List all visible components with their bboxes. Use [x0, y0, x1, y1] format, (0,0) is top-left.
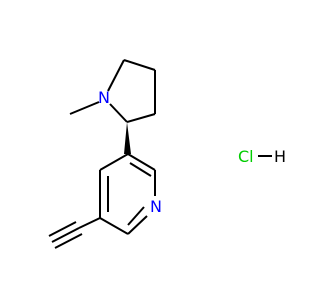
- hcl-chlorine-label: Cl: [238, 147, 254, 166]
- bond-ethynyl-attach: [78, 217, 101, 229]
- pyrrolidine-nitrogen-label: N: [98, 88, 110, 107]
- bond-pyr-c3-c2: [127, 153, 156, 171]
- bond-c4-c5: [126, 113, 156, 123]
- molecule-canvas: N N Cl H: [48, 59, 286, 249]
- bond-c2-c3: [123, 59, 156, 71]
- bond-triple-3: [54, 233, 83, 249]
- bond-pyr-c3-c4: [99, 153, 129, 171]
- bond-c5-n1: [109, 103, 128, 123]
- bond-pyr-c6-c5: [99, 217, 129, 235]
- bond-n-methyl: [69, 101, 100, 115]
- bond-pyr-n1-c6-inner: [127, 206, 145, 226]
- bond-pyr-n1-c6: [127, 215, 148, 235]
- bond-triple-1: [51, 227, 80, 243]
- structure-drawing: N N Cl H: [48, 59, 286, 249]
- stereo-wedge-bond: [124, 122, 131, 154]
- hcl-hydrogen-label: H: [274, 147, 286, 166]
- bond-n1-c2: [107, 59, 125, 92]
- pyridine-nitrogen-label: N: [150, 197, 162, 216]
- bond-pyr-c3-c2-inner: [129, 162, 152, 177]
- bond-triple-2: [48, 221, 77, 237]
